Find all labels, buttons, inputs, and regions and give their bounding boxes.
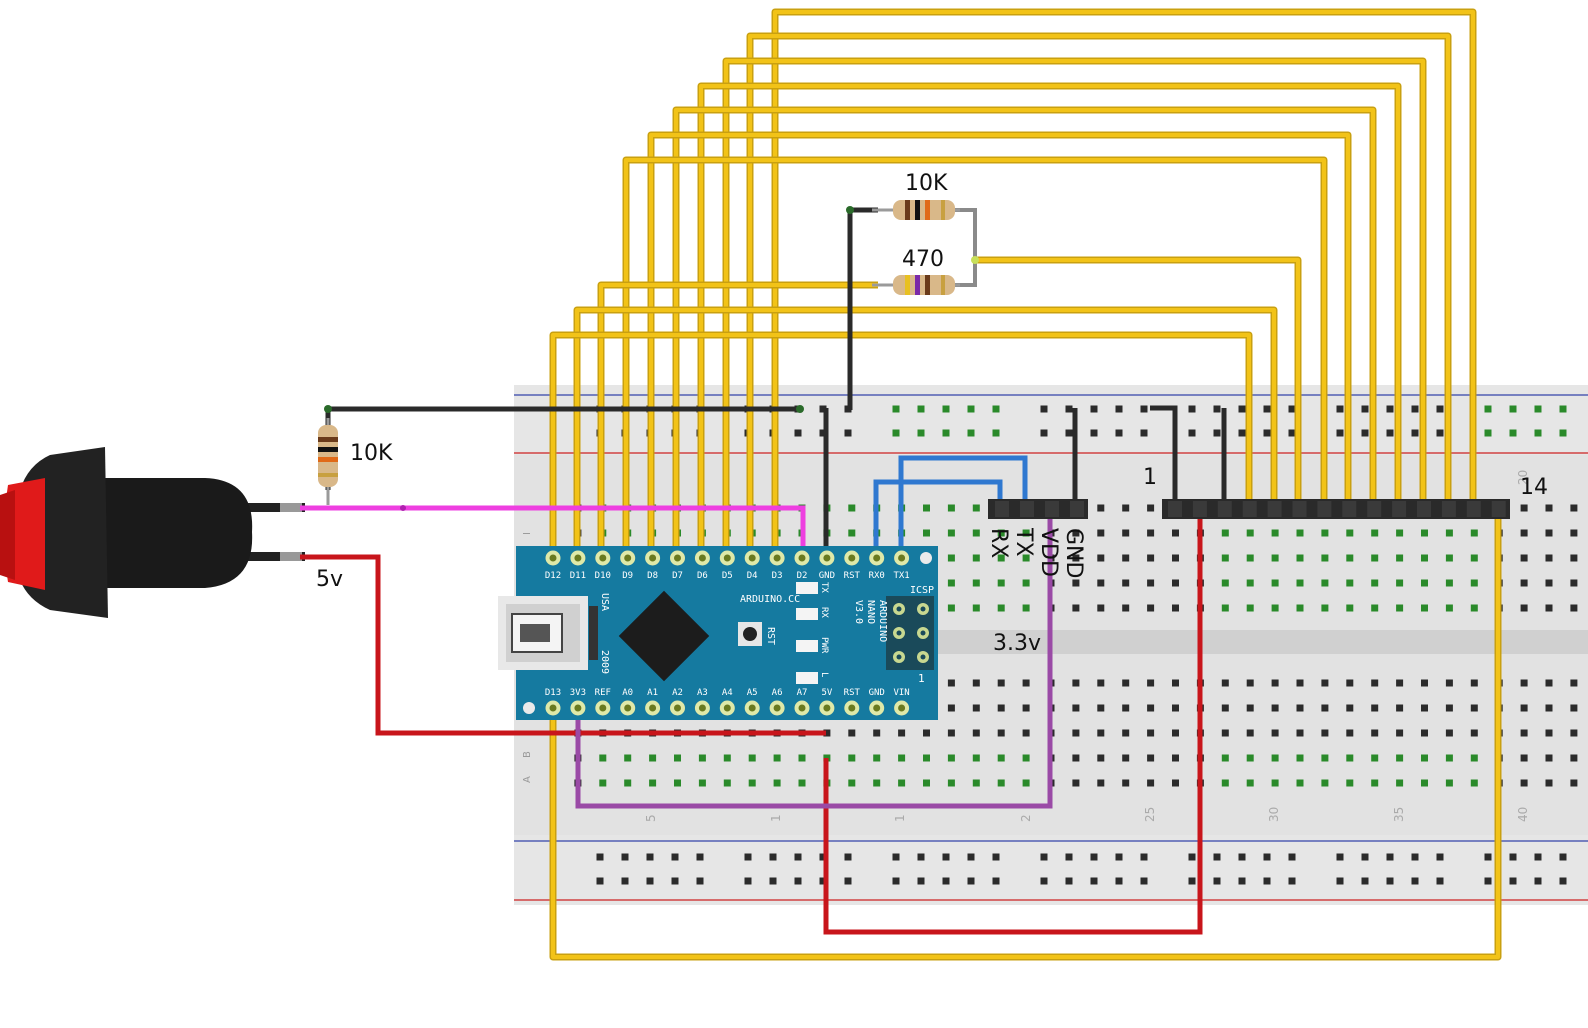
nano-model-line: ARDUINO (877, 600, 888, 642)
pin-label-rx: RX (986, 528, 1011, 558)
nano-pin-label: D12 (545, 571, 561, 581)
breadboard-row-letter: I (522, 532, 533, 535)
nano-pin-label: A2 (672, 688, 683, 698)
pin-label-gnd: GND (1061, 528, 1086, 578)
nano-pin-label: A5 (747, 688, 758, 698)
breadboard-column-number: 35 (1392, 807, 1406, 822)
nano-pin-label: A0 (622, 688, 633, 698)
nano-pin-label: A7 (797, 688, 808, 698)
nano-pin-label: A6 (772, 688, 783, 698)
pin-label-vdd: VDD (1036, 528, 1061, 577)
nano-pin-label: D11 (570, 571, 586, 581)
nano-pin-label: RX0 (869, 571, 885, 581)
nano-led-tx: TX (819, 582, 829, 593)
nano-pin-label: A3 (697, 688, 708, 698)
breadboard-column-number: 25 (1143, 807, 1157, 822)
nano-pin-label: D5 (722, 571, 733, 581)
breadboard-column-number: 5 (644, 814, 658, 822)
nano-pin-label: RST (844, 688, 861, 698)
nano-year: 2009 (599, 650, 610, 674)
pin-label-tx: TX (1011, 527, 1036, 557)
nano-pin-label: TX1 (893, 571, 909, 581)
nano-brand: ARDUINO.CC (740, 594, 800, 605)
red-wires (300, 510, 1203, 935)
nano-pin-label: GND (819, 571, 835, 581)
breadboard-row-letter: B (522, 751, 533, 758)
label-470: 470 (902, 247, 944, 272)
breadboard-edge-number: 20 (1516, 470, 1530, 485)
module-header: RX TX VDD GND (986, 499, 1088, 578)
nano-pin-label: VIN (893, 688, 909, 698)
label-header-start: 1 (1143, 465, 1157, 490)
nano-pin-label: GND (869, 688, 885, 698)
breadboard-column-number: 1 (769, 814, 783, 822)
breadboard-column-number: 1 (893, 814, 907, 822)
nano-pin-label: D4 (747, 571, 758, 581)
nano-pin-label: D13 (545, 688, 561, 698)
nano-led-rx: RX (819, 607, 829, 618)
breadboard-column-number: 40 (1516, 807, 1530, 822)
nano-pin-label: D8 (647, 571, 658, 581)
nano-pin-label: D10 (595, 571, 611, 581)
nano-pin-label: A4 (722, 688, 733, 698)
label-10k-top: 10K (905, 171, 948, 196)
nano-pin-label: REF (595, 688, 611, 698)
nano-rst-label: RST (765, 627, 776, 645)
display-header: 1 14 (1143, 465, 1548, 519)
nano-icsp-pin: 1 (918, 672, 925, 685)
label-3v3: 3.3v (993, 631, 1041, 656)
breadboard-row-letter: A (522, 776, 533, 783)
nano-pin-label: D7 (672, 571, 683, 581)
nano-icsp-label: ICSP (910, 585, 934, 596)
breadboard-column-number: 2 (1019, 814, 1033, 822)
nano-pin-label: A1 (647, 688, 658, 698)
resistor-10k-button: 10K (318, 418, 393, 505)
yellow-wires (549, 8, 1502, 961)
purple-wire (575, 510, 1053, 809)
resistor-470 (872, 275, 960, 295)
nano-pin-label: 3V3 (570, 688, 586, 698)
resistor-10k-top (872, 200, 960, 220)
nano-pin-label: RST (844, 571, 861, 581)
magenta-wire (300, 505, 806, 560)
nano-model-line: NANO (865, 600, 876, 624)
nano-pin-label: D9 (622, 571, 633, 581)
label-5v: 5v (316, 567, 343, 592)
push-button (0, 447, 305, 618)
label-10k-button: 10K (350, 441, 393, 466)
nano-led-pwr: PWR (819, 637, 829, 654)
label-header-end: 14 (1520, 475, 1548, 500)
breadboard-column-number: 30 (1267, 807, 1281, 822)
nano-usa: USA (599, 593, 610, 611)
nano-pin-label: D6 (697, 571, 708, 581)
nano-model-line: V3.0 (853, 600, 864, 624)
nano-pin-label: D2 (797, 571, 808, 581)
nano-pin-label: 5V (821, 688, 832, 698)
resistor-network: 10K 470 (846, 171, 979, 410)
blue-wires (873, 455, 1028, 560)
nano-pin-label: D3 (772, 571, 783, 581)
nano-led-l: L (819, 672, 829, 677)
